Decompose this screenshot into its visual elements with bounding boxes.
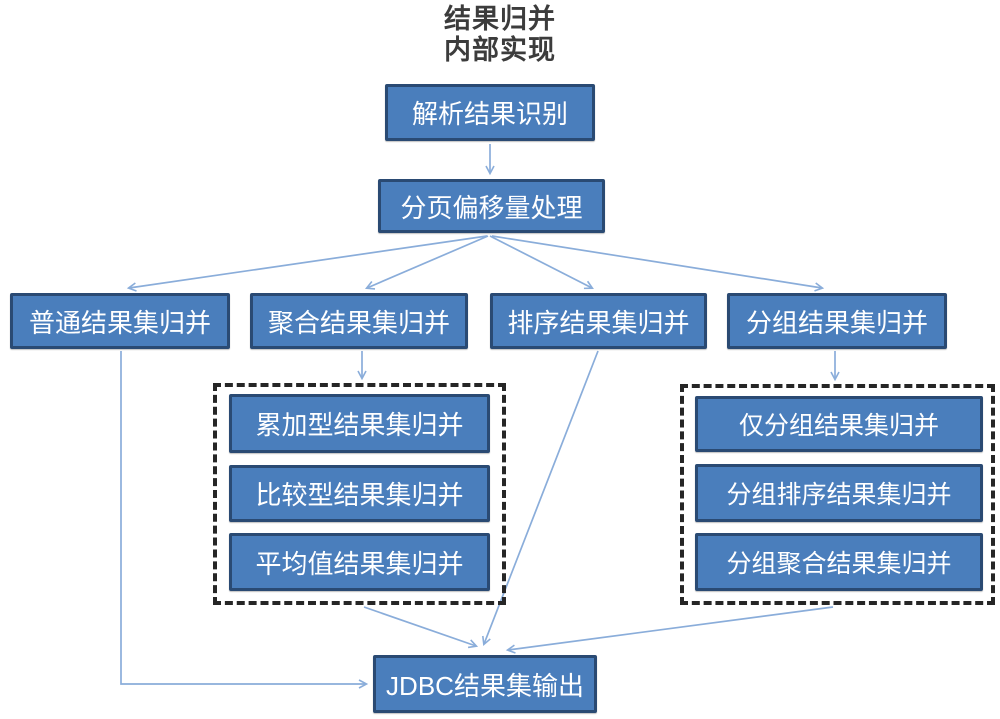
node-sort-merge: 排序结果集归并 xyxy=(490,293,707,349)
node-normal-merge: 普通结果集归并 xyxy=(10,293,230,349)
node-group-merge: 分组结果集归并 xyxy=(727,293,947,349)
connector-aggsubtypes-jdbc xyxy=(363,606,479,649)
diagram-title-line1: 结果归并 xyxy=(444,4,556,34)
grouping-subtypes-group xyxy=(680,384,995,605)
connector-paging-aggregate xyxy=(364,235,489,290)
node-group-only-merge: 仅分组结果集归并 xyxy=(695,396,983,452)
node-compare-merge: 比较型结果集归并 xyxy=(229,465,490,522)
connector-paging-sort xyxy=(489,235,594,290)
node-paging-offset: 分页偏移量处理 xyxy=(378,179,605,233)
connector-groupsubtypes-jdbc xyxy=(505,606,834,654)
aggregation-subtypes-group xyxy=(213,383,506,605)
node-jdbc-output: JDBC结果集输出 xyxy=(373,655,597,713)
diagram-title-line2: 内部实现 xyxy=(444,35,556,65)
node-average-merge: 平均值结果集归并 xyxy=(229,533,490,591)
connector-paging-group xyxy=(491,235,825,292)
node-group-aggregate-merge: 分组聚合结果集归并 xyxy=(695,533,983,591)
node-parse-result: 解析结果识别 xyxy=(385,84,595,141)
node-accumulate-merge: 累加型结果集归并 xyxy=(229,394,490,453)
node-aggregate-merge: 聚合结果集归并 xyxy=(250,293,468,349)
diagram-title: 结果归并 内部实现 xyxy=(0,4,1000,66)
connector-paging-normal xyxy=(126,235,488,292)
node-group-sort-merge: 分组排序结果集归并 xyxy=(695,464,983,522)
